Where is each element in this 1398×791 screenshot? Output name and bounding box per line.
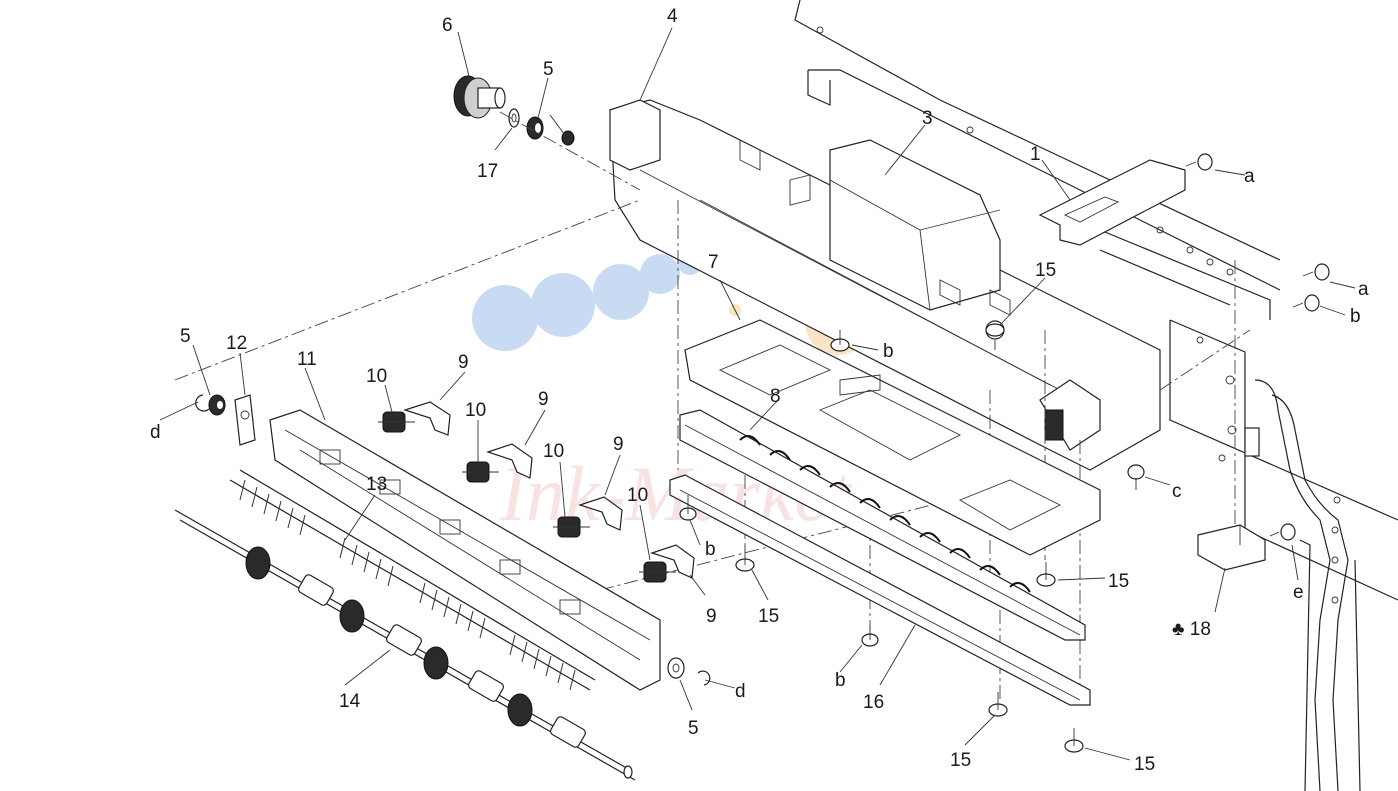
screw-15-bottom-right — [1064, 728, 1084, 753]
callout-d-left: d — [150, 422, 161, 443]
bearing-5-right — [667, 657, 685, 679]
callout-18: ♣ 18 — [1172, 619, 1211, 640]
roller-10-a — [378, 411, 415, 433]
screw-15-right — [1036, 562, 1056, 587]
callout-5-right: 5 — [688, 718, 699, 739]
callout-15-mid: 15 — [758, 606, 779, 627]
screw-b-lower — [861, 625, 879, 647]
bearing-5-left — [208, 394, 226, 416]
callout-15-bottom: 15 — [950, 750, 971, 771]
callout-c: c — [1172, 481, 1182, 502]
screw-b-right — [1292, 294, 1320, 312]
housing-11 — [269, 409, 661, 691]
callout-9-b: 9 — [538, 389, 549, 410]
screw-a-right — [1302, 263, 1330, 281]
spring-9-c — [578, 496, 623, 531]
roller-shaft-14 — [174, 509, 636, 781]
callout-3: 3 — [922, 108, 933, 129]
screw-a-top — [1185, 153, 1213, 171]
screw-e — [1269, 523, 1296, 541]
callout-5-top: 5 — [543, 59, 554, 80]
callout-d-right: d — [735, 681, 746, 702]
callout-17: 17 — [477, 161, 498, 182]
bracket-1 — [1038, 159, 1186, 246]
callout-5-left: 5 — [180, 326, 191, 347]
callout-1: 1 — [1030, 144, 1041, 165]
callout-a-right: a — [1358, 279, 1369, 300]
callout-9-c: 9 — [613, 434, 624, 455]
screw-15-top — [985, 323, 1005, 350]
gear-6 — [453, 75, 506, 119]
callout-b-mid: b — [705, 539, 716, 560]
callout-9-d: 9 — [706, 606, 717, 627]
leader-lines — [159, 27, 1356, 761]
guide-plate-7 — [684, 319, 1101, 556]
callout-12: 12 — [226, 333, 247, 354]
callout-labels: 6 5 17 4 3 1 a a b 15 7 b 8 c 5 12 11 10… — [150, 6, 1369, 775]
brush-13 — [229, 469, 596, 691]
callout-4: 4 — [667, 6, 678, 27]
screw-c — [1127, 464, 1145, 490]
clip-d-right — [697, 670, 711, 686]
callout-10-b: 10 — [465, 400, 486, 421]
bushing-4 — [549, 114, 575, 146]
screw-15-bottom — [988, 692, 1008, 717]
washer-17 — [508, 108, 520, 128]
callout-14: 14 — [339, 691, 361, 712]
frame-panel — [1169, 319, 1398, 791]
spring-9-a — [403, 401, 451, 436]
callout-b-right: b — [1350, 306, 1361, 327]
bracket-18 — [1197, 524, 1266, 571]
main-frame-assembly — [609, 99, 1161, 471]
roller-10-c — [553, 516, 590, 538]
roller-10-b — [462, 461, 499, 483]
callout-8: 8 — [770, 386, 781, 407]
callout-b-plate7: b — [883, 341, 894, 362]
guide-8 — [679, 409, 1086, 641]
callout-a-top: a — [1244, 166, 1255, 187]
callout-7: 7 — [708, 252, 719, 273]
screw-15-mid — [735, 545, 755, 572]
roller-10-d — [639, 561, 676, 583]
callout-6: 6 — [442, 15, 453, 36]
clip-d-left — [195, 394, 210, 412]
callout-10-c: 10 — [543, 441, 564, 462]
callout-11: 11 — [297, 349, 317, 370]
axis-line-top — [499, 111, 641, 191]
callout-15-top: 15 — [1035, 260, 1056, 281]
callout-9-a: 9 — [458, 352, 469, 373]
callout-16: 16 — [863, 692, 884, 713]
callout-15-right: 15 — [1108, 571, 1129, 592]
callout-13: 13 — [366, 474, 387, 495]
callout-e: e — [1293, 582, 1304, 603]
bracket-12 — [234, 394, 256, 446]
rail-16 — [669, 474, 1091, 706]
screw-b-plate7 — [830, 330, 850, 352]
spring-9-b — [486, 443, 533, 479]
callout-15-bottom-right: 15 — [1134, 754, 1155, 775]
callout-b-lower: b — [835, 670, 846, 691]
callout-10-d: 10 — [627, 485, 648, 506]
callout-10-a: 10 — [366, 366, 387, 387]
screw-b-mid — [679, 495, 697, 521]
